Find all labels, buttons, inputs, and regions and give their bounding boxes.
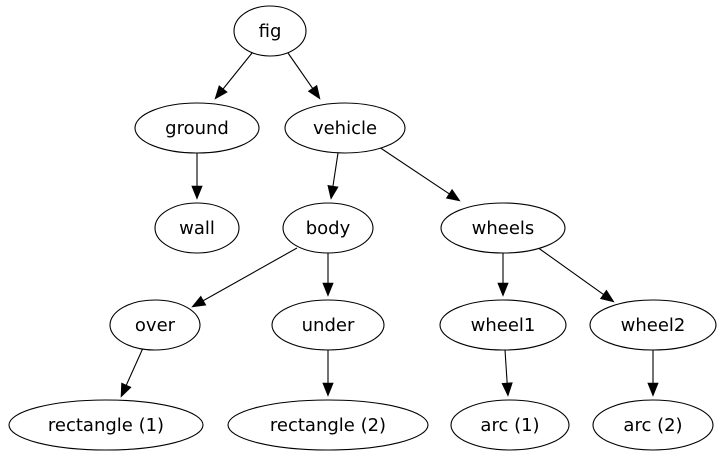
node-ellipse-vehicle[interactable] — [284, 102, 406, 154]
edge-vehicle-to-wheels — [378, 146, 461, 202]
arrowhead-icon — [307, 84, 321, 100]
node-label-arc2: arc (2) — [623, 415, 682, 436]
edge-vehicle-to-body — [327, 152, 339, 200]
edge-wheel1-to-arc1 — [501, 349, 513, 397]
edge-fig-to-ground — [214, 52, 253, 100]
node-label-rectangle1: rectangle (1) — [48, 415, 164, 436]
edge-line — [378, 146, 450, 195]
node-label-vehicle: vehicle — [313, 118, 377, 139]
arrowhead-icon — [322, 282, 334, 297]
node-ellipse-under[interactable] — [271, 299, 385, 351]
edge-fig-to-vehicle — [287, 52, 321, 100]
arrowhead-icon — [191, 185, 203, 200]
node-ellipse-over[interactable] — [109, 299, 201, 351]
edge-line — [536, 246, 604, 295]
arrowhead-icon — [322, 382, 334, 397]
node-ellipse-fig[interactable] — [233, 5, 307, 57]
arrowhead-icon — [327, 185, 339, 200]
node-vehicle[interactable]: vehicle — [284, 102, 406, 154]
node-label-under: under — [302, 315, 355, 336]
arrowhead-icon — [191, 295, 207, 308]
edge-body-to-over — [191, 247, 298, 308]
arrowhead-icon — [501, 382, 513, 397]
node-label-arc1: arc (1) — [480, 415, 539, 436]
edge-wheels-to-wheel1 — [497, 253, 509, 297]
edge-line — [504, 349, 508, 384]
node-ellipse-wheel1[interactable] — [439, 299, 567, 351]
node-label-wheel1: wheel1 — [471, 315, 536, 336]
node-wheel2[interactable]: wheel2 — [589, 299, 717, 351]
node-label-wheels: wheels — [472, 218, 535, 239]
node-ground[interactable]: ground — [134, 102, 260, 154]
node-label-fig: fig — [259, 21, 282, 42]
node-arc2[interactable]: arc (2) — [592, 399, 714, 451]
edge-wheels-to-wheel2 — [536, 246, 615, 303]
node-wall[interactable]: wall — [154, 202, 240, 254]
node-ellipse-arc1[interactable] — [450, 399, 570, 451]
node-over[interactable]: over — [109, 299, 201, 351]
node-wheels[interactable]: wheels — [440, 202, 566, 254]
node-arc1[interactable]: arc (1) — [450, 399, 570, 451]
node-body[interactable]: body — [282, 202, 374, 254]
node-ellipse-body[interactable] — [282, 202, 374, 254]
node-label-ground: ground — [165, 118, 229, 139]
node-ellipse-wheel2[interactable] — [589, 299, 717, 351]
node-ellipse-rectangle2[interactable] — [227, 399, 429, 451]
edge-line — [125, 347, 144, 386]
node-wheel1[interactable]: wheel1 — [439, 299, 567, 351]
arrowhead-icon — [647, 382, 659, 397]
node-under[interactable]: under — [271, 299, 385, 351]
arrowhead-icon — [599, 289, 615, 303]
edge-over-to-rectangle1 — [120, 347, 144, 398]
node-label-wall: wall — [179, 218, 215, 239]
node-ellipse-ground[interactable] — [134, 102, 260, 154]
arrowhead-icon — [214, 85, 228, 100]
edge-line — [203, 247, 298, 302]
edge-line — [287, 52, 314, 89]
node-fig[interactable]: fig — [233, 5, 307, 57]
node-rectangle2[interactable]: rectangle (2) — [227, 399, 429, 451]
node-label-rectangle2: rectangle (2) — [270, 415, 386, 436]
arrowhead-icon — [497, 282, 509, 297]
node-label-body: body — [306, 218, 351, 239]
edge-ground-to-wall — [191, 153, 203, 200]
edge-line — [332, 152, 339, 187]
edge-wheel2-to-arc2 — [647, 350, 659, 397]
node-ellipse-wheels[interactable] — [440, 202, 566, 254]
node-ellipse-wall[interactable] — [154, 202, 240, 254]
arrowhead-icon — [445, 188, 461, 202]
edge-under-to-rectangle2 — [322, 350, 334, 397]
node-label-wheel2: wheel2 — [621, 315, 686, 336]
node-ellipse-rectangle1[interactable] — [8, 399, 204, 451]
node-label-over: over — [135, 315, 176, 336]
node-rectangle1[interactable]: rectangle (1) — [8, 399, 204, 451]
node-ellipse-arc2[interactable] — [592, 399, 714, 451]
nodes-layer: fig ground vehicle wall body wheels over under w… — [8, 5, 717, 451]
arrowhead-icon — [120, 382, 132, 398]
edge-line — [222, 52, 253, 90]
edges-layer — [120, 52, 659, 398]
edge-body-to-under — [322, 253, 334, 297]
